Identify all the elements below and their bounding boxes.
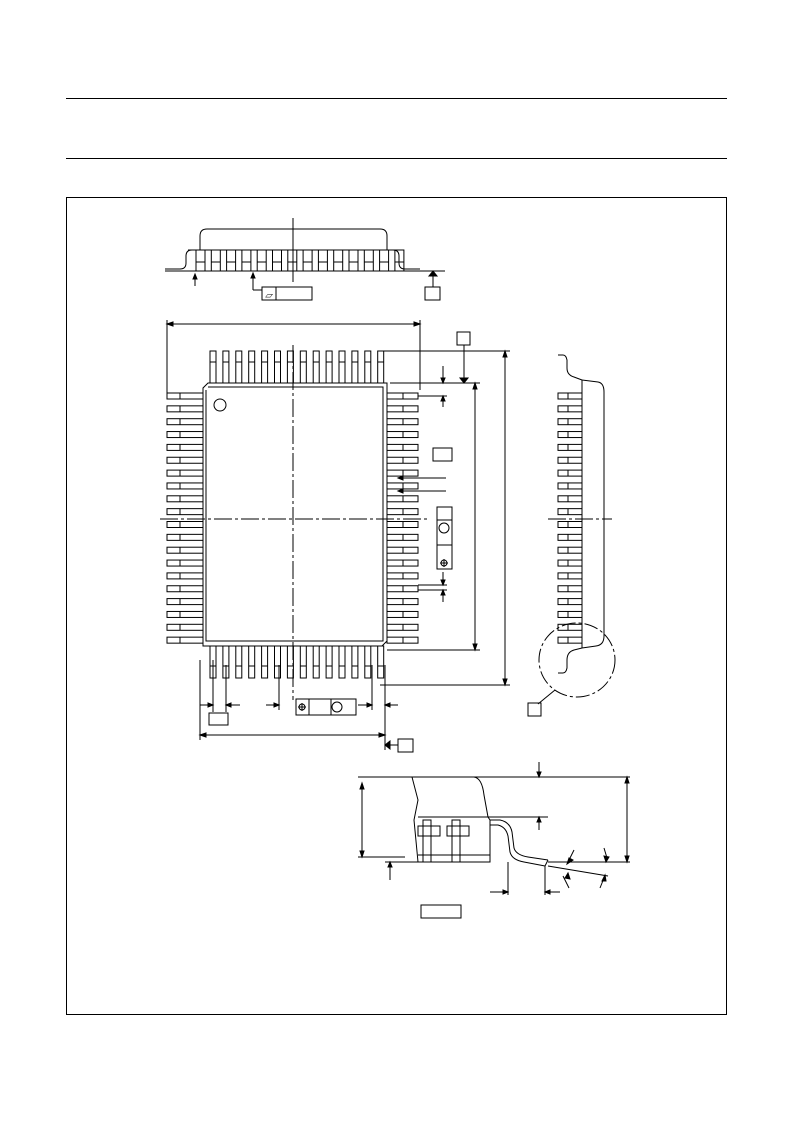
- side-lead: [557, 598, 583, 606]
- lead-bottom: [299, 645, 307, 679]
- lead-left: [166, 405, 204, 413]
- lead-top: [235, 350, 243, 384]
- lead-left: [166, 508, 204, 516]
- flatness-symbol: ▱: [265, 290, 273, 300]
- lead-left: [166, 533, 204, 541]
- lead-top: [377, 350, 385, 384]
- lead-top: [248, 350, 256, 384]
- lead-left: [166, 431, 204, 439]
- lead-top: [338, 350, 346, 384]
- lead-bottom: [338, 645, 346, 679]
- top-side-lead: [363, 249, 374, 272]
- side-lead: [557, 405, 583, 413]
- lead-left: [166, 610, 204, 618]
- header-rule-top: [66, 98, 727, 99]
- top-side-lead: [210, 249, 221, 272]
- top-side-lead: [226, 249, 237, 272]
- top-side-lead: [333, 249, 344, 272]
- side-lead: [557, 508, 583, 516]
- top-side-lead: [195, 249, 206, 272]
- lead-left: [166, 636, 204, 644]
- side-lead: [557, 469, 583, 477]
- lead-left: [166, 559, 204, 567]
- drawing-frame: [66, 197, 727, 1015]
- lead-top: [209, 350, 217, 384]
- lead-bottom: [364, 645, 372, 679]
- lead-bottom: [261, 645, 269, 679]
- top-side-lead: [256, 249, 267, 272]
- top-side-lead: [348, 249, 359, 272]
- lead-left: [166, 585, 204, 593]
- lead-top: [299, 350, 307, 384]
- top-side-lead: [302, 249, 313, 272]
- top-view: [160, 320, 510, 753]
- top-side-lead: [317, 249, 328, 272]
- side-lead: [557, 521, 583, 528]
- side-lead: [557, 418, 583, 426]
- header-rule-bottom: [66, 158, 727, 159]
- pin1-marker: [213, 398, 227, 412]
- lead-top: [222, 350, 230, 384]
- side-lead: [557, 495, 583, 503]
- lead-left: [166, 521, 204, 528]
- lead-bottom: [248, 645, 256, 679]
- side-lead: [557, 482, 583, 490]
- lead-bottom: [286, 645, 294, 679]
- top-side-lead: [394, 249, 405, 272]
- side-lead: [557, 546, 583, 554]
- lead-left: [166, 418, 204, 426]
- side-lead: [557, 623, 583, 631]
- lead-top: [274, 350, 281, 384]
- lead-bottom: [351, 645, 359, 679]
- side-lead: [557, 443, 583, 451]
- top-side-lead: [287, 249, 298, 272]
- lead-bottom: [274, 645, 281, 679]
- lead-bottom: [312, 645, 320, 679]
- top-side-lead: [241, 249, 252, 272]
- lead-bottom: [235, 645, 243, 679]
- top-side-lead: [379, 249, 390, 272]
- side-lead: [557, 636, 583, 644]
- lead-left: [166, 392, 204, 400]
- lead-top: [351, 350, 359, 384]
- side-view-right: [527, 354, 616, 717]
- lead-left: [166, 456, 204, 464]
- lead-left: [166, 469, 204, 477]
- detail-view: [358, 762, 630, 919]
- side-lead: [557, 392, 583, 400]
- side-lead: [557, 585, 583, 593]
- lead-bottom: [377, 645, 385, 679]
- lead-left: [166, 495, 204, 503]
- lead-left: [166, 572, 204, 580]
- side-lead: [557, 559, 583, 567]
- top-side-lead: [272, 249, 282, 272]
- lead-left: [166, 546, 204, 554]
- lead-top: [364, 350, 372, 384]
- side-view-top: ▱: [165, 218, 445, 301]
- lead-left: [166, 623, 204, 631]
- side-lead: [557, 431, 583, 439]
- lead-top: [261, 350, 269, 384]
- lead-bottom: [325, 645, 333, 679]
- side-lead: [557, 572, 583, 580]
- side-lead: [557, 533, 583, 541]
- side-lead: [557, 456, 583, 464]
- lead-left: [166, 482, 204, 490]
- lead-left: [166, 598, 204, 606]
- lead-top: [312, 350, 320, 384]
- lead-left: [166, 443, 204, 451]
- side-lead: [557, 610, 583, 618]
- lead-top: [325, 350, 333, 384]
